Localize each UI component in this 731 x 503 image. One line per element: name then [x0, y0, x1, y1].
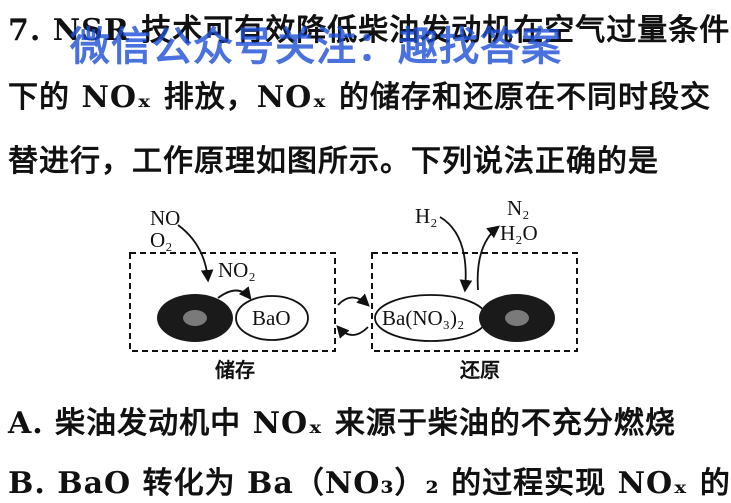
cycle-arrow-bottom	[336, 325, 369, 339]
bao-ellipse	[235, 295, 309, 341]
intermediate-arrow-left	[217, 286, 252, 300]
left-input-o2: O₂	[150, 228, 173, 252]
storage-box	[129, 252, 336, 352]
question-line-3: 替进行，工作原理如图所示。下列说法正确的是	[8, 144, 659, 179]
input-arrow-left	[177, 224, 214, 283]
right-output-h2o: H₂O	[500, 221, 538, 245]
option-b: B. BaO 转化为 Ba（NO₃）₂ 的过程实现 NOₓ 的	[8, 466, 731, 501]
cycle-arrow-top	[337, 293, 370, 307]
question-line-2: 下的 NOₓ 排放，NOₓ 的储存和还原在不同时段交	[8, 80, 711, 115]
output-arrow-right	[476, 225, 500, 291]
watermark: 微信公众号关注：趣找答案	[70, 24, 562, 70]
nsr-diagram: NO O₂ NO₂ BaO 储存 H₂ N₂ H₂O Ba(NO₃)₂ 还原	[129, 196, 578, 382]
ba-no3-2-label: Ba(NO₃)₂	[382, 306, 464, 330]
right-output-n2: N₂	[507, 196, 530, 220]
reduction-box	[371, 252, 578, 352]
bao-label: BaO	[252, 306, 291, 330]
reduction-caption: 还原	[459, 358, 500, 382]
storage-caption: 储存	[215, 358, 255, 382]
left-intermediate-no2: NO₂	[218, 258, 256, 282]
right-input-h2: H₂	[415, 204, 438, 228]
option-a: A. 柴油发动机中 NOₓ 来源于柴油的不充分燃烧	[8, 406, 676, 441]
question-line-1: 7. NSR 技术可有效降低柴油发动机在空气过量条件	[8, 13, 731, 48]
left-input-no: NO	[150, 206, 180, 230]
input-arrow-right	[439, 216, 473, 293]
